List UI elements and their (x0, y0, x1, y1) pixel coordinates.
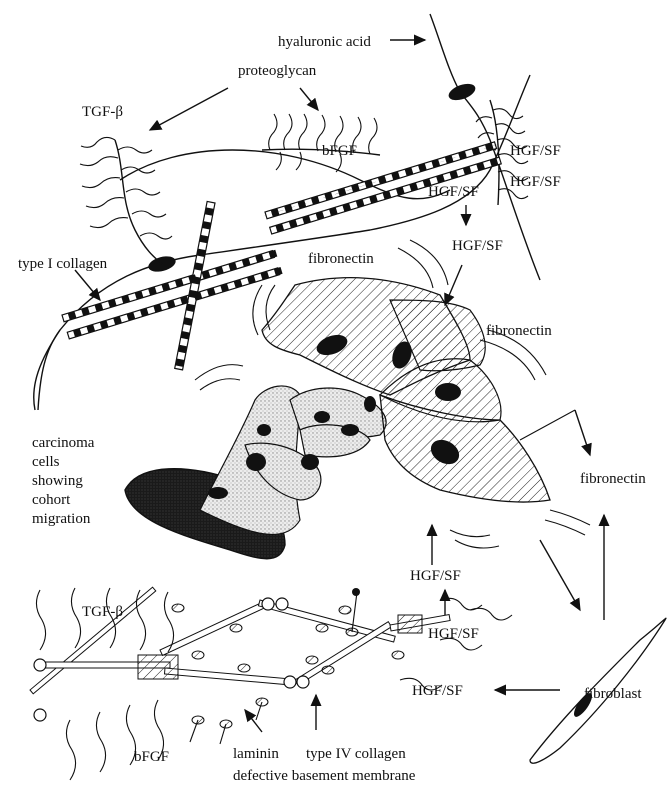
label-hyaluronic-acid: hyaluronic acid (278, 34, 371, 50)
label-fibroblast: fibroblast (584, 686, 642, 702)
label-hgf-sf-7: HGF/SF (412, 683, 463, 699)
collagen-band (199, 235, 208, 243)
nucleus (435, 383, 461, 401)
label-hgf-sf-4: HGF/SF (452, 238, 503, 254)
collagen-band (175, 359, 184, 367)
label-bfgf-top: bFGF (322, 143, 357, 159)
collagen-band (183, 317, 192, 325)
nucleus (246, 453, 266, 471)
label-type-iv-collagen: type IV collagen (306, 746, 406, 762)
nucleus (257, 424, 271, 436)
label-proteoglycan: proteoglycan (238, 63, 317, 79)
nucleus (341, 424, 359, 436)
label-fibronectin-1: fibronectin (308, 251, 374, 267)
collagen-band (178, 345, 187, 353)
label-hgf-sf-3: HGF/SF (428, 184, 479, 200)
label-hgf-sf-1: HGF/SF (510, 143, 561, 159)
collagen-band (181, 331, 190, 339)
collagen-band (205, 207, 214, 215)
label-carcinoma-4: cohort (32, 492, 71, 508)
label-fibronectin-2: fibronectin (486, 323, 552, 339)
label-type-i-collagen: type I collagen (18, 256, 108, 272)
label-tgf-beta-top: TGF-β (82, 104, 123, 120)
label-carcinoma-2: cells (32, 454, 60, 470)
collagen-band (186, 304, 195, 312)
nucleus (314, 411, 330, 423)
label-carcinoma-3: showing (32, 473, 83, 489)
link-protein-top (446, 81, 477, 104)
label-bfgf-bottom: bFGF (134, 749, 169, 765)
label-defective-basement-membrane: defective basement membrane (233, 768, 416, 784)
label-fibronectin-3: fibronectin (580, 471, 646, 487)
label-carcinoma-1: carcinoma (32, 435, 95, 451)
label-hgf-sf-5: HGF/SF (410, 568, 461, 584)
label-laminin: laminin (233, 746, 279, 762)
nucleus (301, 454, 319, 470)
collagen-band (191, 276, 200, 284)
nucleus (364, 396, 376, 412)
collagen-band (189, 290, 198, 298)
collagen-band (194, 262, 203, 270)
label-hgf-sf-6: HGF/SF (428, 626, 479, 642)
collagen-band (197, 249, 206, 257)
proteoglycan-left (80, 137, 172, 264)
label-tgf-beta-bottom: TGF-β (82, 604, 123, 620)
collagen-band (202, 221, 211, 229)
label-hgf-sf-2: HGF/SF (510, 174, 561, 190)
nucleus (208, 487, 228, 499)
label-carcinoma-5: migration (32, 511, 91, 527)
